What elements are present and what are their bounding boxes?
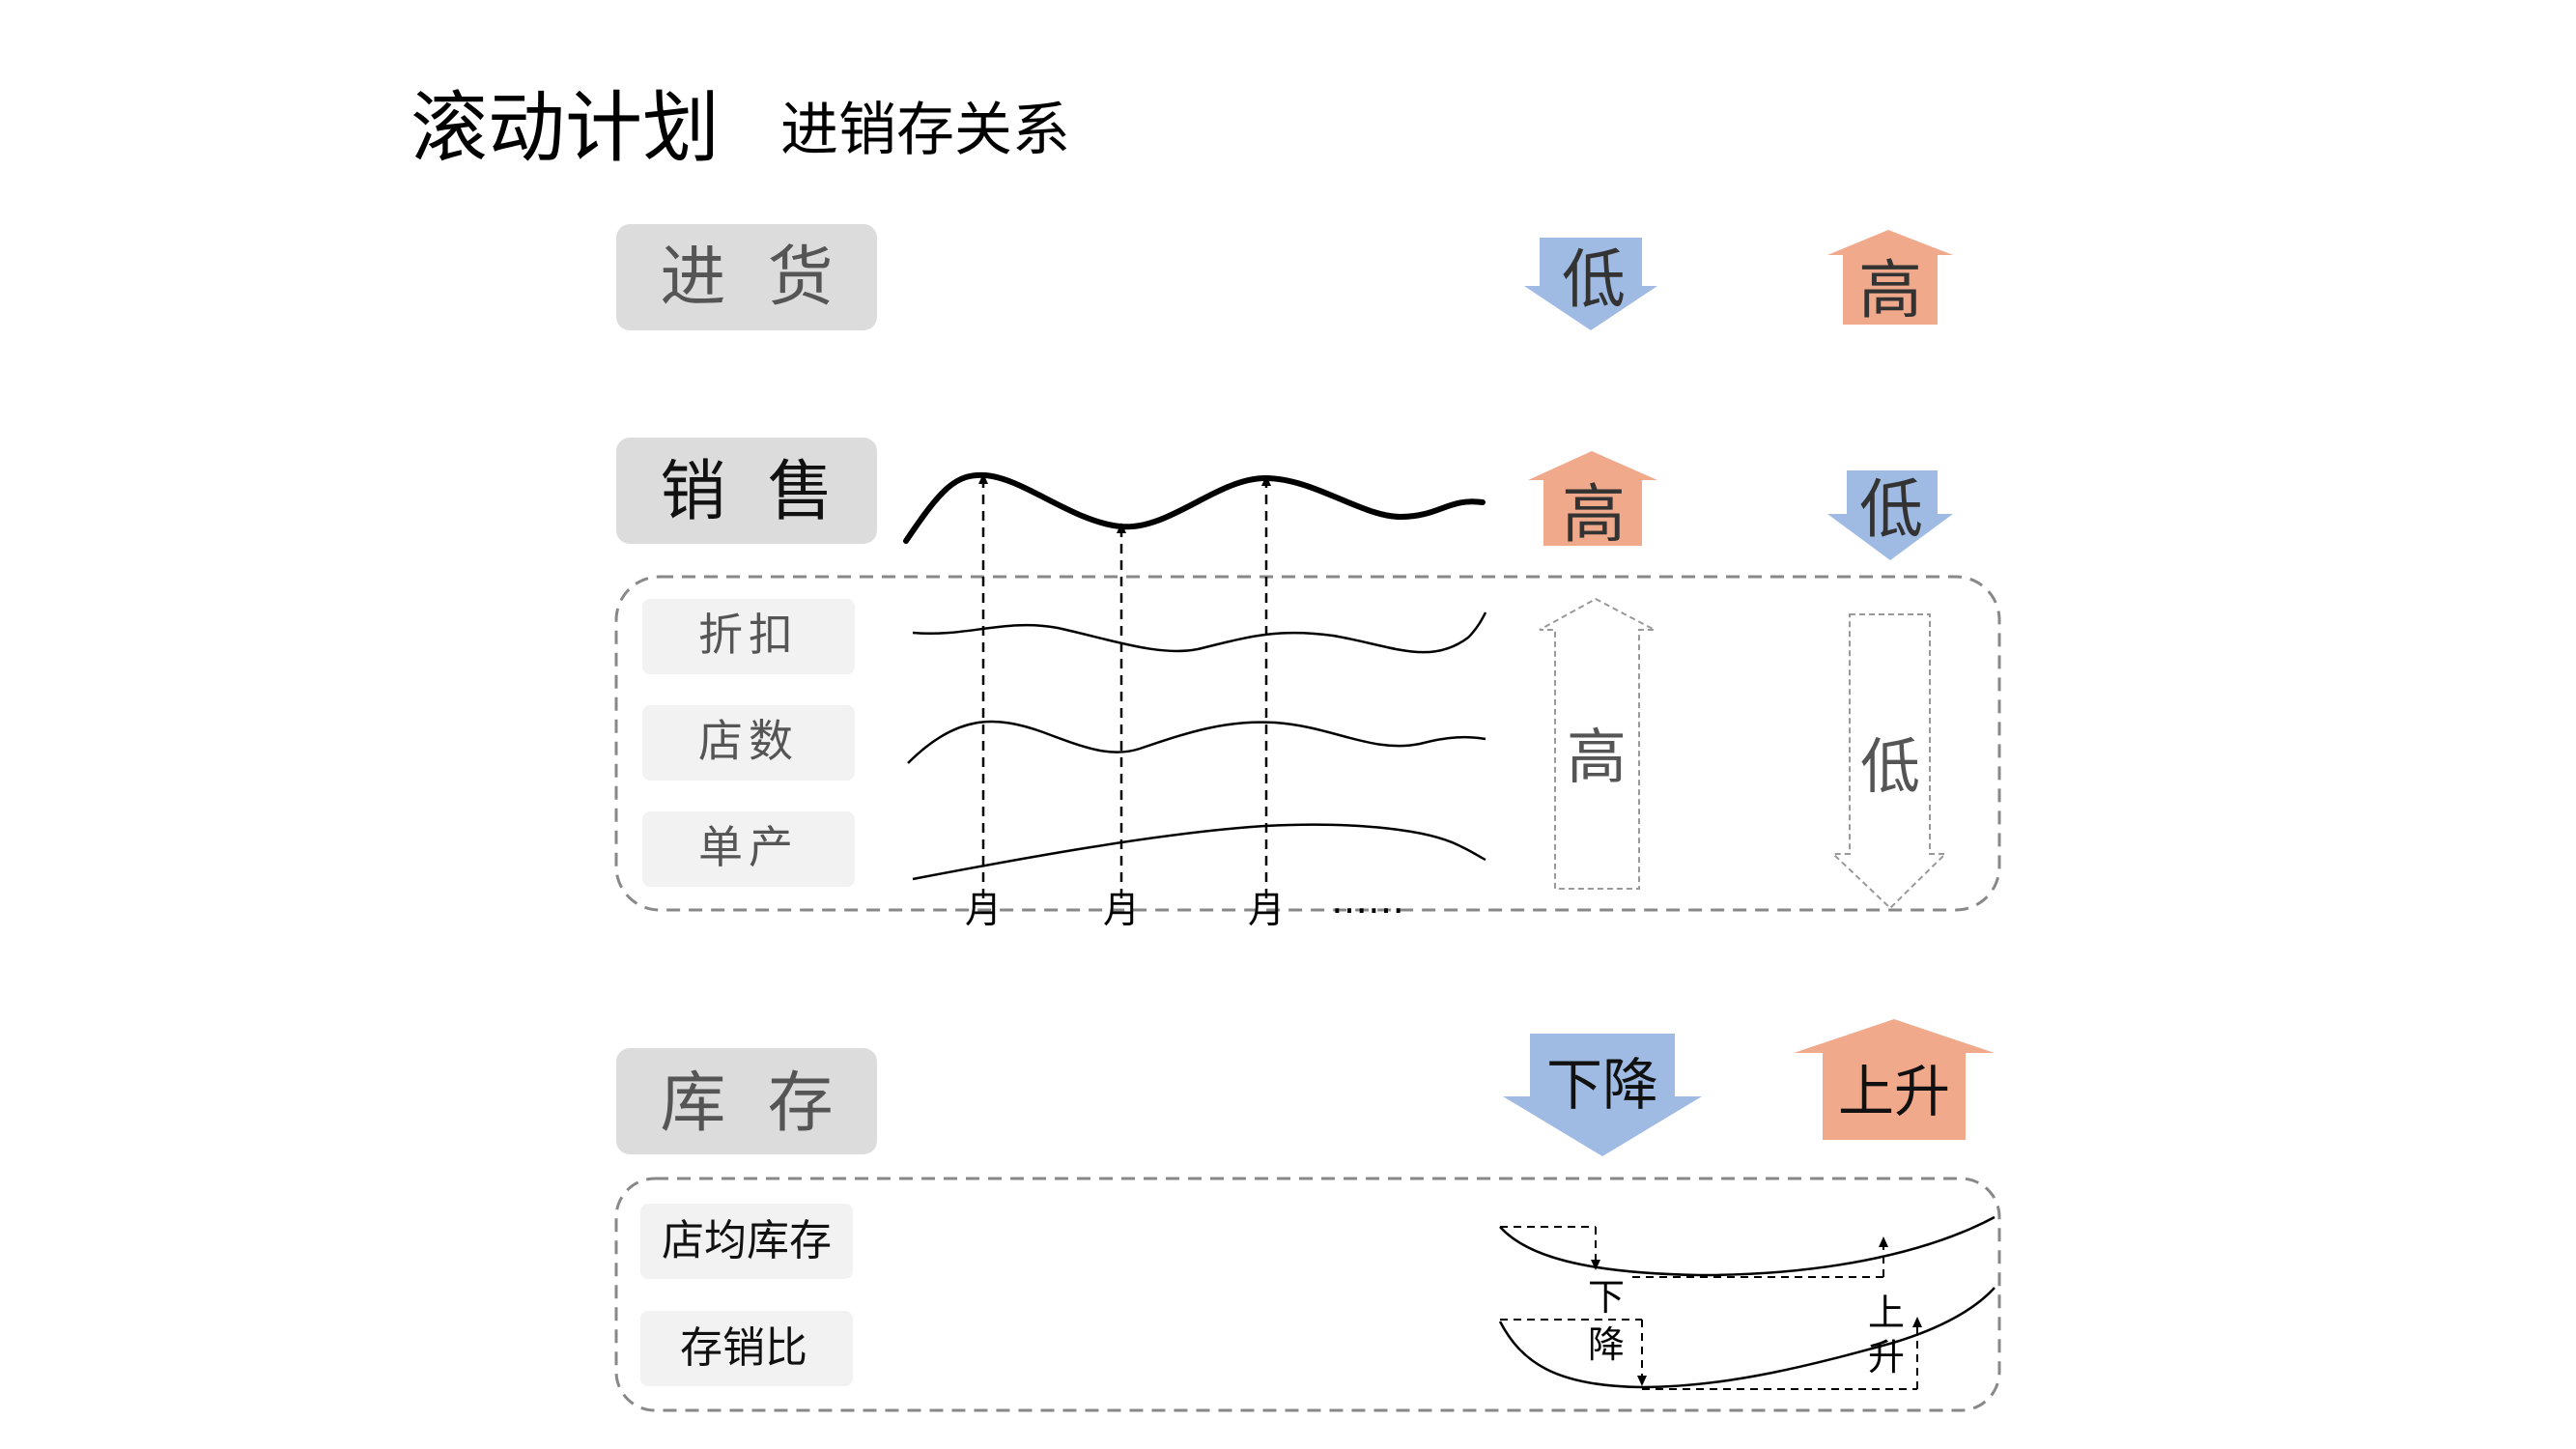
sales-high-text: 高 <box>1562 477 1626 552</box>
inventory-down-arrow: 下降 <box>1503 1034 1702 1156</box>
factors-high-text: 高 <box>1567 722 1627 792</box>
sales-label: 销 售 <box>616 438 877 544</box>
sales-label-text: 销 售 <box>660 454 833 530</box>
sales-factors-container <box>614 575 2001 912</box>
store-count-curve <box>907 720 1486 764</box>
factor-label-unit-output: 单产 <box>698 821 799 873</box>
purchase-low-arrow: 低 <box>1524 238 1657 330</box>
month-label-1: 月 <box>965 889 1002 931</box>
factors-low-arrow: 低 <box>1830 613 1948 910</box>
annotation-up-2: 升 <box>1868 1336 1905 1378</box>
factor-label-discount: 折扣 <box>698 609 799 661</box>
factor-box-avg-store-inventory: 店均库存 <box>640 1204 853 1279</box>
inventory-label: 库 存 <box>616 1048 877 1154</box>
month-label-3: 月 <box>1248 889 1285 931</box>
inventory-factors-container <box>614 1177 2001 1412</box>
avg-store-inventory-curve <box>1499 1215 1996 1277</box>
inventory-label-text: 库 存 <box>660 1065 833 1142</box>
annotation-up-1: 上 <box>1868 1292 1905 1334</box>
factor-box-stock-sales-ratio: 存销比 <box>640 1311 853 1386</box>
annotation-down-2: 降 <box>1588 1323 1625 1366</box>
page-title: 滚动计划 <box>410 83 720 173</box>
factor-box-unit-output: 单产 <box>642 811 855 887</box>
unit-output-curve <box>912 823 1486 881</box>
stock-ratio-guides <box>1500 1317 1922 1390</box>
factor-label-avg-store-inventory: 店均库存 <box>662 1216 832 1265</box>
avg-inventory-guides <box>1500 1226 1888 1278</box>
factor-label-store-count: 店数 <box>698 715 799 767</box>
month-label-2: 月 <box>1103 889 1140 931</box>
sales-curve <box>903 471 1486 544</box>
factor-box-store-count: 店数 <box>642 705 855 781</box>
purchase-low-text: 低 <box>1562 242 1626 317</box>
inventory-down-text: 下降 <box>1546 1052 1658 1118</box>
inventory-up-text: 上升 <box>1838 1059 1950 1124</box>
stock-sales-ratio-curve <box>1498 1287 1996 1389</box>
inventory-up-arrow: 上升 <box>1794 1019 1995 1140</box>
factor-label-stock-sales-ratio: 存销比 <box>680 1323 807 1373</box>
factors-high-arrow: 高 <box>1539 597 1656 890</box>
month-ellipsis: …… <box>1331 879 1404 922</box>
factors-low-text: 低 <box>1860 731 1920 802</box>
discount-curve <box>912 611 1487 654</box>
sales-high-arrow: 高 <box>1528 451 1657 552</box>
annotation-down-1: 下 <box>1588 1276 1625 1319</box>
purchase-label: 进 货 <box>616 224 877 330</box>
purchase-high-arrow: 高 <box>1827 230 1953 327</box>
sales-low-text: 低 <box>1859 472 1923 547</box>
page-subtitle: 进销存关系 <box>780 97 1070 164</box>
sales-low-arrow: 低 <box>1827 470 1953 560</box>
factor-box-discount: 折扣 <box>642 599 855 674</box>
purchase-high-text: 高 <box>1858 253 1922 327</box>
purchase-label-text: 进 货 <box>660 240 833 316</box>
